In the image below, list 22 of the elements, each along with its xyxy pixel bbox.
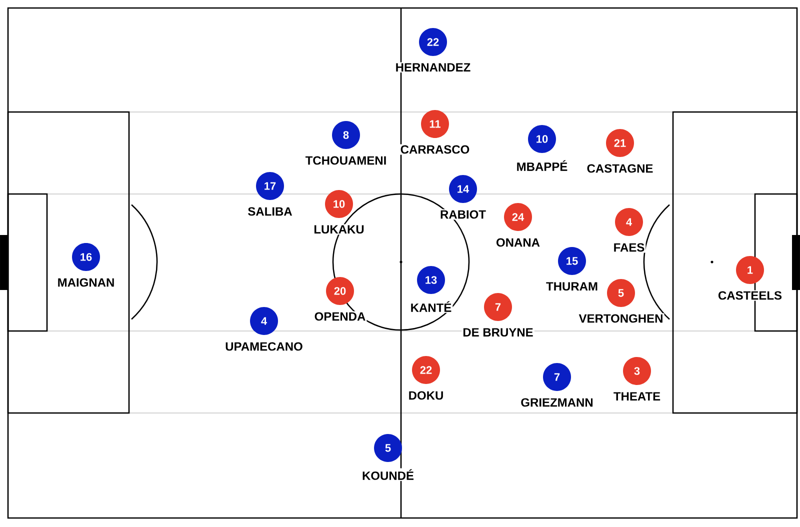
player-name: MAIGNAN	[56, 277, 116, 288]
player-name: CASTEELS	[717, 290, 783, 301]
player-name: SALIBA	[246, 206, 294, 217]
player-name: CASTAGNE	[586, 163, 654, 174]
player-name: VERTONGHEN	[578, 313, 664, 324]
player-name: FAES	[612, 242, 646, 253]
player-name: THURAM	[545, 281, 599, 292]
player-name: GRIEZMANN	[520, 397, 594, 408]
player-name: CARRASCO	[399, 144, 471, 155]
player-name: DOKU	[407, 390, 445, 401]
player-name: THEATE	[612, 391, 662, 402]
player-name: UPAMECANO	[224, 341, 304, 352]
player-name: KANTÉ	[409, 300, 453, 313]
player-name: KOUNDÉ	[361, 468, 415, 481]
player-name: TCHOUAMENI	[304, 155, 388, 166]
player-name: HERNANDEZ	[394, 62, 472, 72]
player-name: RABIOT	[439, 209, 487, 220]
player-name: ONANA	[495, 237, 541, 248]
player-name: DE BRUYNE	[462, 327, 534, 338]
player-name: OPENDA	[313, 311, 367, 322]
player-name: LUKAKU	[312, 224, 366, 235]
player-name: MBAPPÉ	[515, 159, 569, 172]
